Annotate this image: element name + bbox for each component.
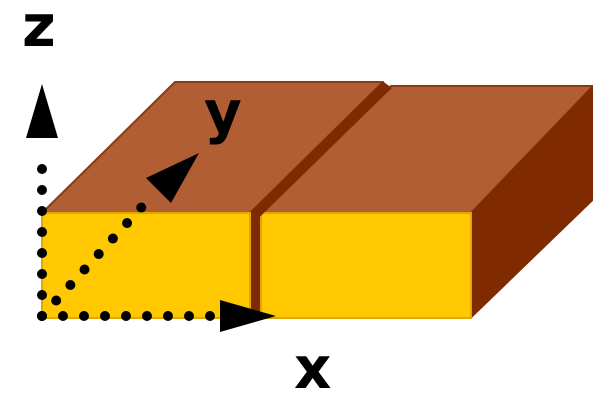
block-gap [251, 213, 260, 319]
right-block [260, 85, 593, 320]
x-axis-label: x [294, 334, 331, 394]
z-axis-arrowhead [26, 84, 58, 138]
axes [26, 84, 276, 332]
left-block-front-face [41, 212, 251, 319]
x-axis-arrowhead [220, 300, 276, 332]
right-block-front-face [260, 212, 472, 319]
left-block [41, 81, 392, 319]
y-axis-line [37, 193, 155, 321]
z-axis-label: z [22, 0, 56, 60]
y-axis-label: y [204, 78, 242, 146]
y-axis-arrowhead [146, 153, 199, 203]
